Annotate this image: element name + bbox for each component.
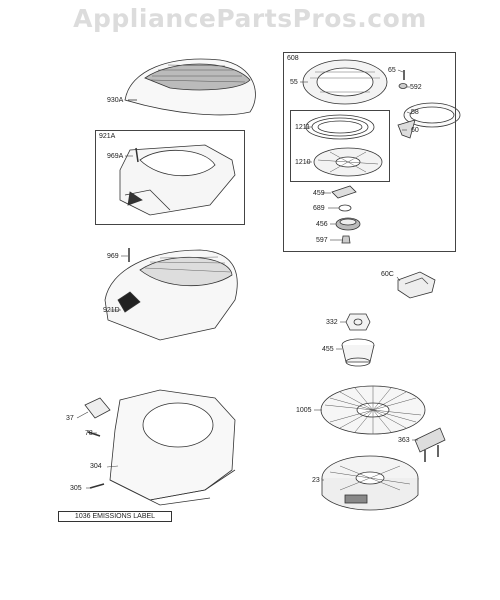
watermark-text: AppliancePartsPros.com bbox=[73, 4, 427, 33]
part-label-55: 55 bbox=[290, 79, 298, 86]
part-label-1005: 1005 bbox=[296, 407, 312, 414]
part-65-drawing bbox=[398, 70, 408, 89]
part-60c-drawing bbox=[397, 271, 436, 299]
part-921d-drawing bbox=[104, 248, 238, 341]
part-label-459: 459 bbox=[313, 190, 325, 197]
part-label-58: 58 bbox=[411, 109, 419, 116]
part-label-78: 78 bbox=[85, 430, 93, 437]
part-930a-drawing bbox=[124, 58, 256, 116]
box-tag-921a: 921A bbox=[98, 133, 117, 140]
part-304-drawing bbox=[84, 389, 236, 506]
part-921a-drawing bbox=[119, 144, 236, 216]
part-label-60: 60 bbox=[411, 127, 419, 134]
assembly-box-921a bbox=[95, 130, 245, 225]
part-label-65: 65 bbox=[388, 67, 396, 74]
part-58-drawing bbox=[403, 102, 461, 128]
part-456-drawing bbox=[335, 217, 361, 231]
part-label-363: 363 bbox=[398, 437, 410, 444]
emissions-label-box: 1036 EMISSIONS LABEL bbox=[58, 511, 172, 522]
part-23-drawing bbox=[321, 455, 419, 511]
part-459-drawing bbox=[331, 185, 357, 199]
part-label-597: 597 bbox=[316, 237, 328, 244]
part-label-60c: 60C bbox=[381, 271, 394, 278]
part-label-304: 304 bbox=[90, 463, 102, 470]
part-label-930a: 930A bbox=[107, 97, 124, 104]
part-label-37: 37 bbox=[66, 415, 74, 422]
part-label-23: 23 bbox=[312, 477, 320, 484]
leader-lines bbox=[76, 69, 418, 489]
part-363-drawing bbox=[414, 427, 446, 462]
part-label-456: 456 bbox=[316, 221, 328, 228]
box-tag-608: 608 bbox=[286, 55, 300, 62]
part-label-455: 455 bbox=[322, 346, 334, 353]
part-55-drawing bbox=[302, 59, 388, 105]
part-label-969a: 969A bbox=[107, 153, 124, 160]
part-597-drawing bbox=[341, 235, 351, 244]
assembly-box-608 bbox=[283, 52, 456, 252]
part-label-1211: 1211 bbox=[295, 124, 311, 131]
sub-box-1211-1210 bbox=[290, 110, 390, 182]
part-label-921d: 921D bbox=[103, 307, 120, 314]
part-label-305: 305 bbox=[70, 485, 82, 492]
part-label-1210: 1210 bbox=[295, 159, 311, 166]
part-label-969: 969 bbox=[107, 253, 119, 260]
part-1210-drawing bbox=[313, 147, 383, 177]
part-label-689: 689 bbox=[313, 205, 325, 212]
part-1005-drawing bbox=[320, 385, 426, 435]
part-455-drawing bbox=[341, 338, 375, 367]
part-332-drawing bbox=[345, 313, 371, 331]
part-label-332: 332 bbox=[326, 319, 338, 326]
part-60-drawing bbox=[397, 119, 416, 139]
part-label-592: 592 bbox=[410, 84, 422, 91]
